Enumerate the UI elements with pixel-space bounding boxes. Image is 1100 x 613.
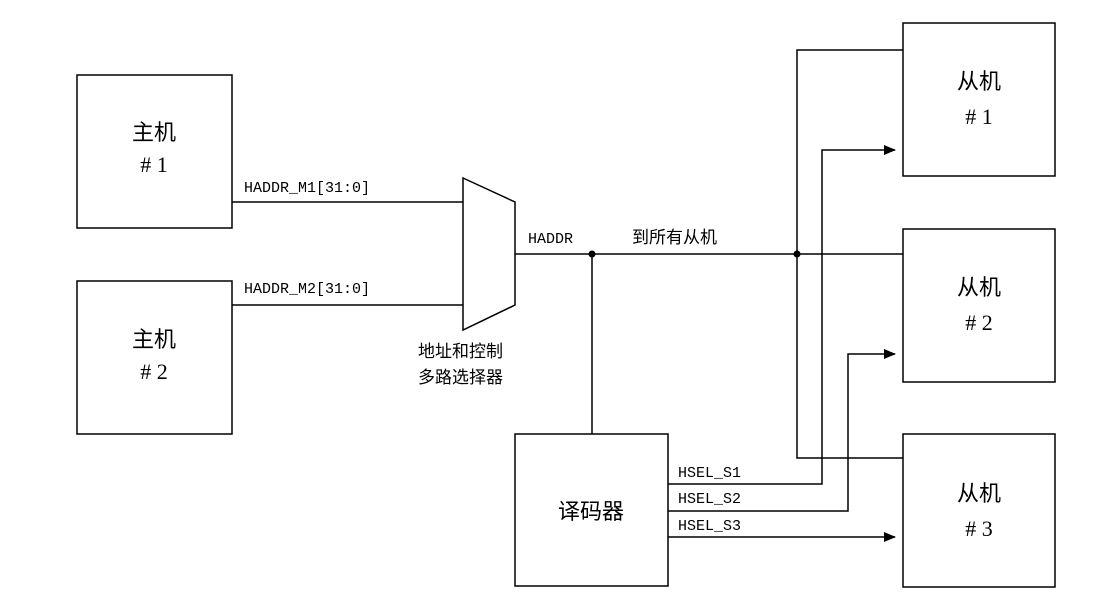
slave-2-number: # 2 <box>965 310 993 335</box>
hsel-s2-label: HSEL_S2 <box>678 491 741 508</box>
slave-3-number: # 3 <box>965 516 993 541</box>
decoder-block: 译码器 <box>514 433 669 587</box>
hsel-s3-label: HSEL_S3 <box>678 518 741 535</box>
master-1-block: 主机 # 1 <box>76 74 233 229</box>
haddr-label: HADDR <box>528 231 573 248</box>
address-control-mux <box>462 176 516 332</box>
slave-3-block: 从机 # 3 <box>902 433 1056 588</box>
slave-1-number: # 1 <box>965 104 993 129</box>
master-1-number: # 1 <box>140 152 168 177</box>
haddr-m1-label: HADDR_M1[31:0] <box>244 180 370 197</box>
hsel-s1-line <box>668 145 896 485</box>
mux-label-line1: 地址和控制 <box>418 342 503 362</box>
master-2-number: # 2 <box>140 359 168 384</box>
slave-1-name: 从机 <box>957 70 1001 95</box>
hsel-s1-label: HSEL_S1 <box>678 465 741 482</box>
hsel-s2-line <box>668 349 896 512</box>
slave-2-block: 从机 # 2 <box>902 228 1056 383</box>
slave-3-name: 从机 <box>957 482 1001 507</box>
master-2-name: 主机 <box>132 328 176 353</box>
slave-1-block: 从机 # 1 <box>902 22 1056 177</box>
to-all-slaves-label: 到所有从机 <box>632 228 717 248</box>
master-2-block: 主机 # 2 <box>76 280 233 435</box>
slave-2-name: 从机 <box>957 276 1001 301</box>
haddr-distribution-line <box>796 49 903 459</box>
master-1-name: 主机 <box>132 121 176 146</box>
mux-label-line2: 多路选择器 <box>418 368 503 388</box>
haddr-m2-label: HADDR_M2[31:0] <box>244 281 370 298</box>
decoder-label: 译码器 <box>558 500 624 525</box>
